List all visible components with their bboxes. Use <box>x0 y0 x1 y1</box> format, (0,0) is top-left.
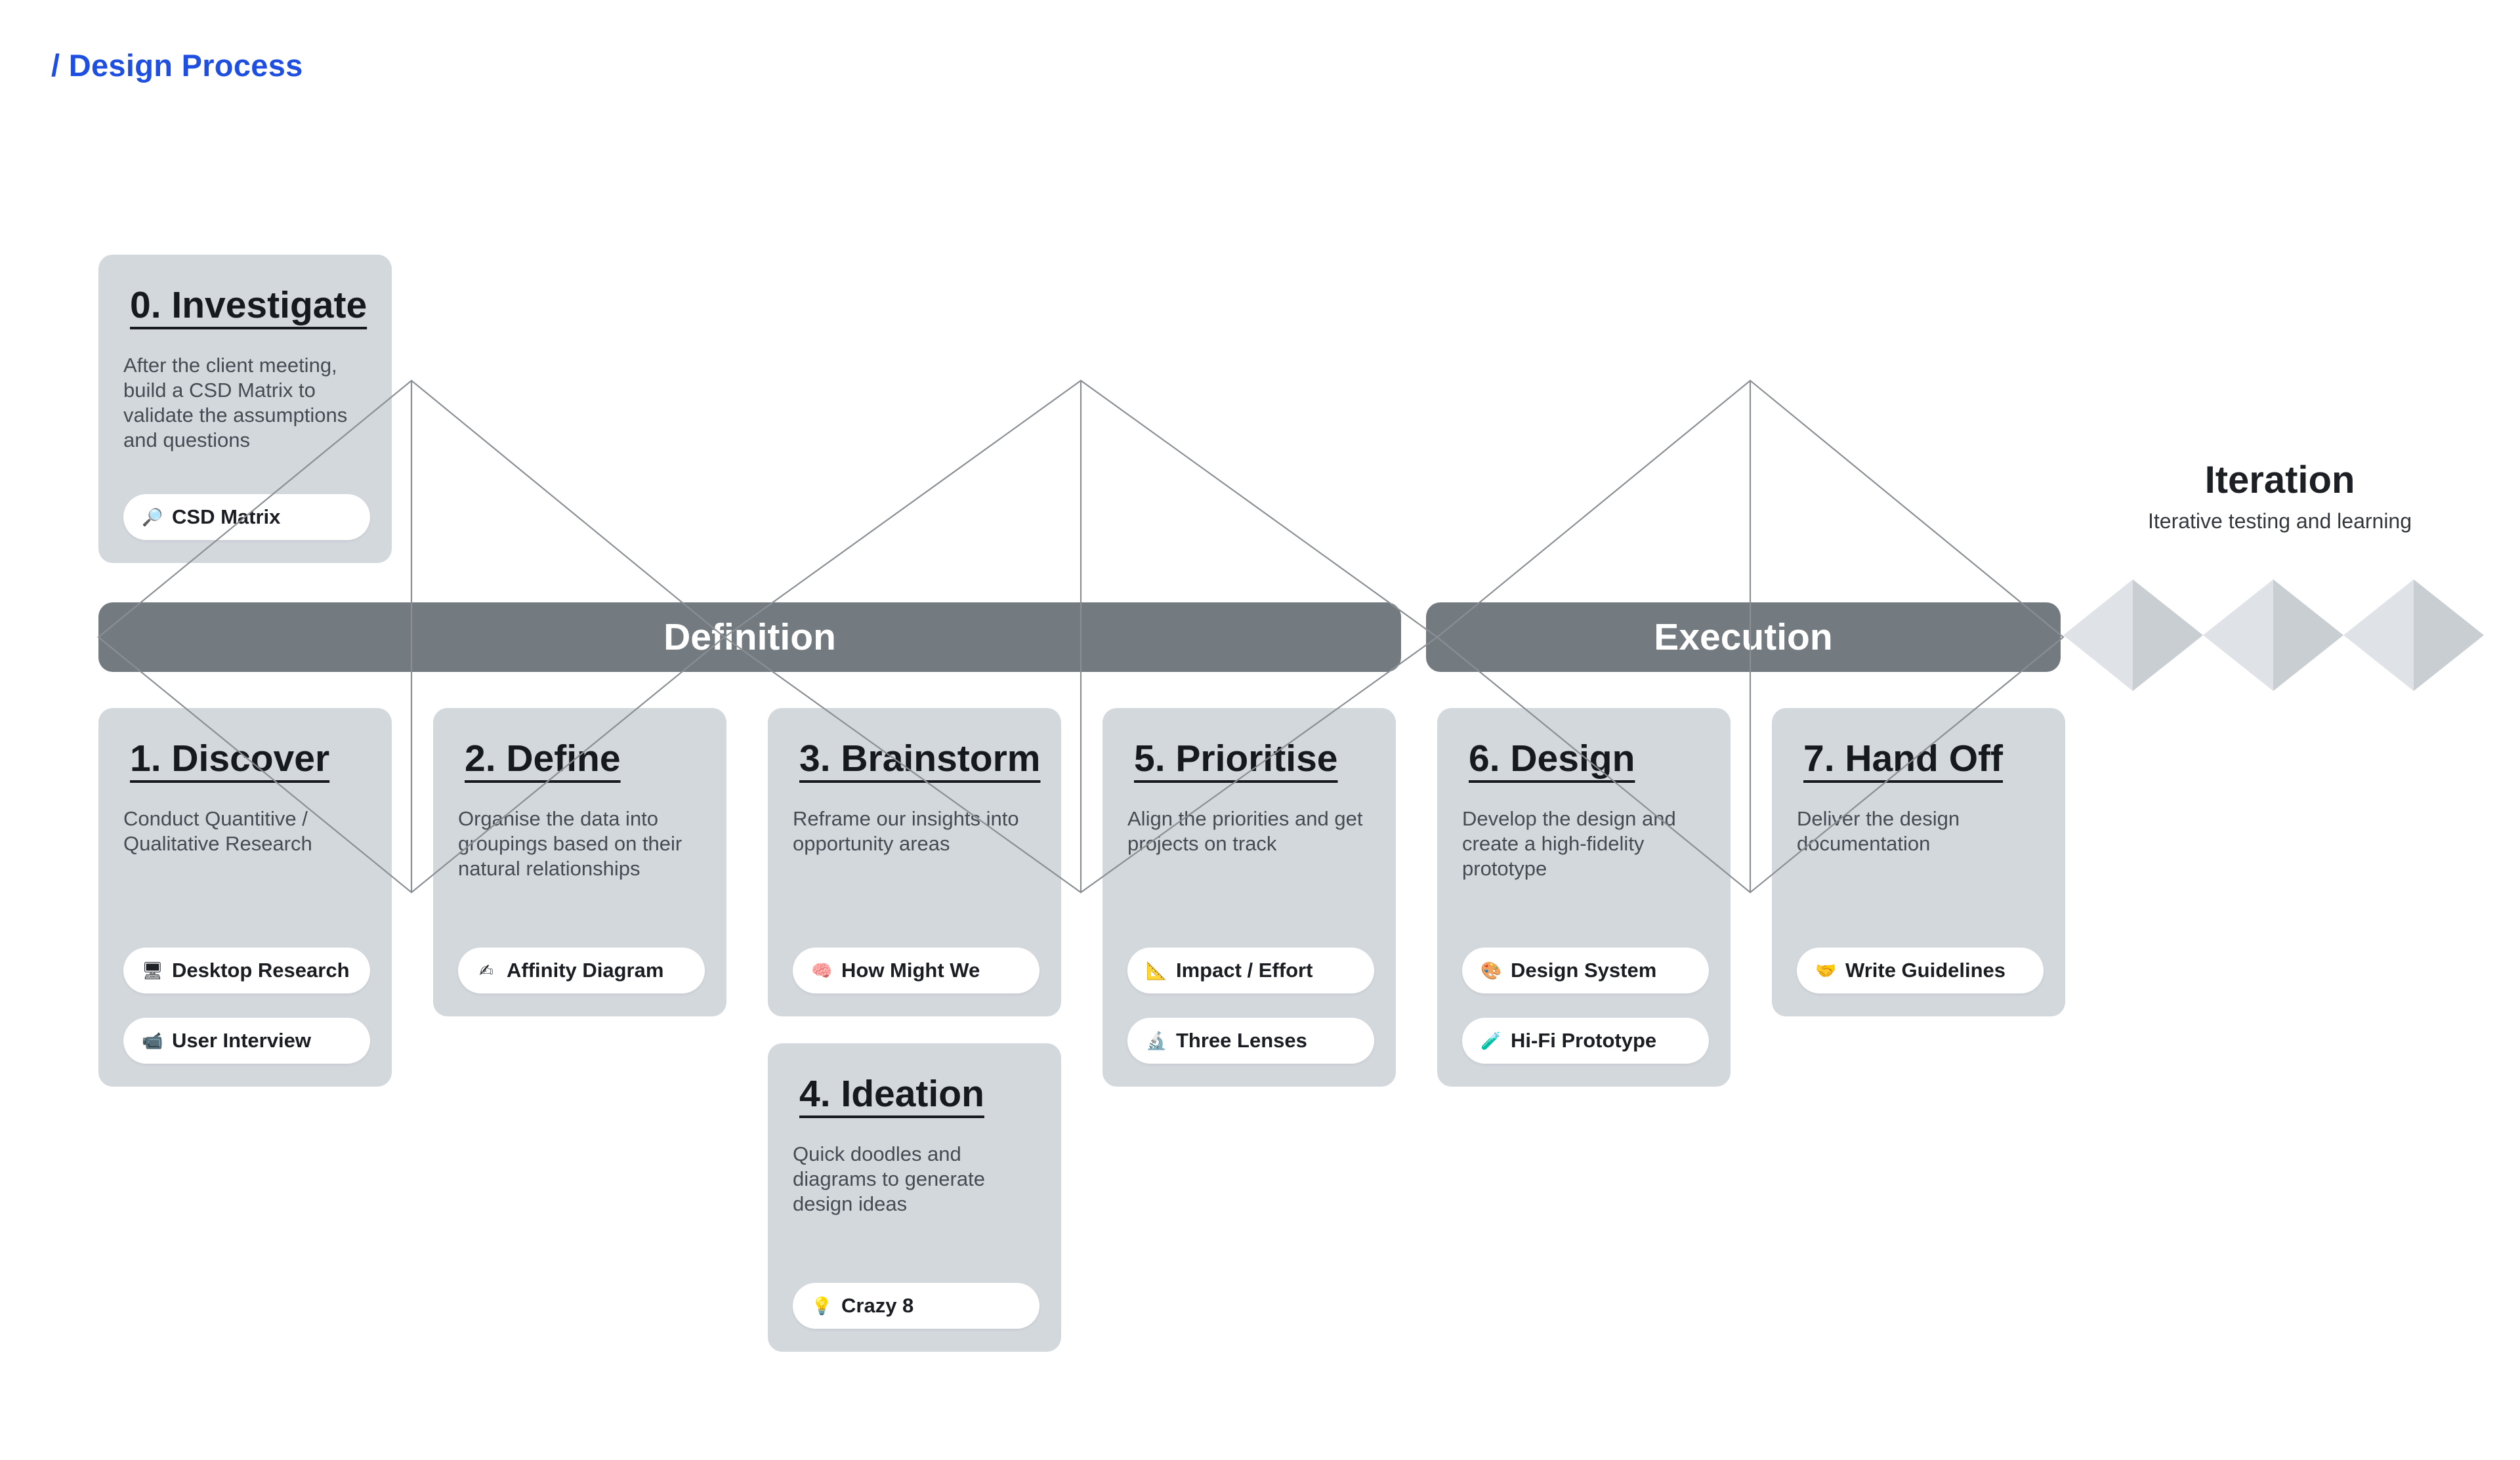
card-title: 1. Discover <box>130 738 330 780</box>
magnifier-icon: 🔎 <box>142 507 163 527</box>
tool-write-guidelines[interactable]: 🤝 Write Guidelines <box>1797 948 2044 993</box>
microscope-icon: 🔬 <box>1146 1031 1167 1051</box>
card-title: 6. Design <box>1469 738 1635 780</box>
card-title: 7. Hand Off <box>1803 738 2004 780</box>
writing-hand-icon: ✍ <box>479 961 494 980</box>
card-title: 4. Ideation <box>799 1073 984 1115</box>
tool-affinity-diagram[interactable]: ✍ Affinity Diagram <box>458 948 705 993</box>
tool-desktop-research[interactable]: 🖥 Desktop Research <box>123 948 370 993</box>
iteration-diamonds <box>2063 579 2484 691</box>
iteration-diamond-left <box>2063 579 2133 691</box>
tool-label: CSD Matrix <box>172 505 281 528</box>
tool-csd-matrix[interactable]: 🔎 CSD Matrix <box>123 494 370 540</box>
iteration-diamond-right <box>2133 579 2203 691</box>
desktop-icon: 🖥 <box>142 961 164 980</box>
card-design: 6. Design Develop the design and create … <box>1437 708 1731 1087</box>
tool-impact-effort[interactable]: 📐 Impact / Effort <box>1127 948 1374 993</box>
iteration-diamond-left <box>2343 579 2414 691</box>
tool-label: Three Lenses <box>1176 1029 1307 1052</box>
tool-hi-fi-prototype[interactable]: 🧪 Hi-Fi Prototype <box>1462 1018 1709 1064</box>
phase-bar-execution: Execution <box>1426 602 2061 672</box>
phase-label-execution: Execution <box>1654 616 1833 658</box>
card-description: Quick doodles and diagrams to generate d… <box>793 1142 985 1215</box>
iteration-diamond-right <box>2273 579 2343 691</box>
video-camera-icon: 📹 <box>142 1031 163 1051</box>
card-description: After the client meeting, build a CSD Ma… <box>123 354 348 451</box>
phase-bar-definition: Definition <box>98 602 1401 672</box>
test-tube-icon: 🧪 <box>1480 1031 1502 1051</box>
card-title: 3. Brainstorm <box>799 738 1041 780</box>
tool-label: Design System <box>1511 959 1657 982</box>
card-title: 5. Prioritise <box>1134 738 1338 780</box>
card-discover: 1. Discover Conduct Quantitive / Qualita… <box>98 708 392 1087</box>
card-description: Reframe our insights into opportunity ar… <box>793 807 1019 855</box>
page-title: / Design Process <box>51 48 303 83</box>
triangular-ruler-icon: 📐 <box>1146 961 1167 980</box>
card-title: 2. Define <box>465 738 621 780</box>
card-investigate: 0. Investigate After the client meeting,… <box>98 255 392 563</box>
tool-label: Crazy 8 <box>841 1294 914 1317</box>
tool-label: Write Guidelines <box>1845 959 2006 982</box>
card-description: Deliver the design documentation <box>1797 807 1960 855</box>
iteration-title: Iteration <box>2204 459 2355 501</box>
palette-icon: 🎨 <box>1480 961 1502 980</box>
handshake-icon: 🤝 <box>1815 961 1837 980</box>
tool-how-might-we[interactable]: 🧠 How Might We <box>793 948 1040 993</box>
card-hand-off: 7. Hand Off Deliver the design documenta… <box>1772 708 2065 1016</box>
phase-label-definition: Definition <box>663 616 836 658</box>
brain-icon: 🧠 <box>811 961 833 980</box>
tool-label: Desktop Research <box>172 959 350 982</box>
tool-three-lenses[interactable]: 🔬 Three Lenses <box>1127 1018 1374 1064</box>
card-description: Conduct Quantitive / Qualitative Researc… <box>123 807 312 855</box>
tool-label: How Might We <box>841 959 980 982</box>
card-description: Organise the data into groupings based o… <box>458 807 682 880</box>
iteration-diamond-left <box>2203 579 2273 691</box>
card-title: 0. Investigate <box>130 284 368 326</box>
card-prioritise: 5. Prioritise Align the priorities and g… <box>1102 708 1396 1087</box>
iteration-diamond-right <box>2414 579 2484 691</box>
card-brainstorm: 3. Brainstorm Reframe our insights into … <box>768 708 1061 1016</box>
iteration-subtitle: Iterative testing and learning <box>2147 509 2412 533</box>
tool-user-interview[interactable]: 📹 User Interview <box>123 1018 370 1064</box>
tool-crazy-8[interactable]: 💡 Crazy 8 <box>793 1283 1040 1329</box>
card-ideation: 4. Ideation Quick doodles and diagrams t… <box>768 1043 1061 1352</box>
card-description: Develop the design and create a high-fid… <box>1462 807 1676 880</box>
tool-label: Hi-Fi Prototype <box>1511 1029 1657 1052</box>
card-description: Align the priorities and get projects on… <box>1127 807 1363 855</box>
tool-label: Affinity Diagram <box>507 959 664 982</box>
tool-design-system[interactable]: 🎨 Design System <box>1462 948 1709 993</box>
tool-label: User Interview <box>172 1029 311 1052</box>
light-bulb-icon: 💡 <box>811 1296 833 1316</box>
card-define: 2. Define Organise the data into groupin… <box>433 708 726 1016</box>
tool-label: Impact / Effort <box>1176 959 1313 982</box>
